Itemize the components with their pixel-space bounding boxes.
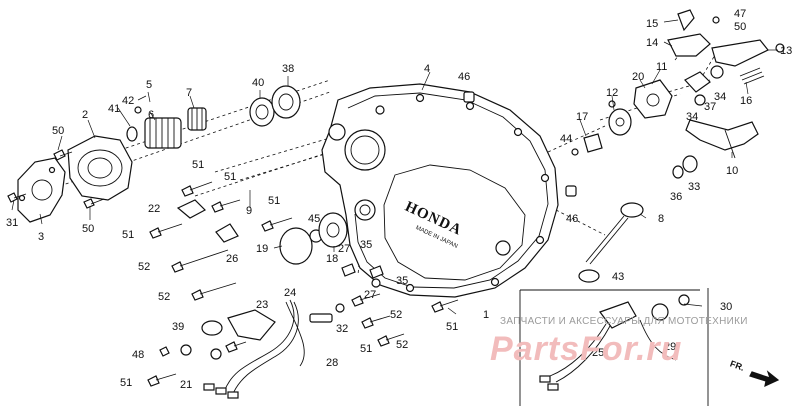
callout-27a: 27: [338, 243, 350, 255]
callout-21: 21: [180, 379, 192, 391]
callout-25: 25: [592, 347, 604, 359]
callout-50a: 50: [52, 125, 64, 137]
dowel-pins: [463, 91, 577, 197]
callout-10: 10: [726, 165, 738, 177]
callout-40: 40: [252, 77, 264, 89]
callout-43: 43: [612, 271, 624, 283]
callout-51a: 51: [192, 159, 204, 171]
callout-44: 44: [560, 133, 572, 145]
callout-51e: 51: [446, 321, 458, 333]
callout-16: 16: [740, 95, 752, 107]
callout-17: 17: [576, 111, 588, 123]
callout-50b: 50: [82, 223, 94, 235]
callout-12: 12: [606, 87, 618, 99]
brackets: [176, 199, 276, 341]
crankcase-cover: HONDA MADE IN JAPAN: [321, 83, 559, 298]
callout-46a: 46: [458, 71, 470, 83]
callout-2: 2: [82, 109, 88, 121]
callout-35b: 35: [396, 275, 408, 287]
callout-51f: 51: [360, 343, 372, 355]
callout-14: 14: [646, 37, 658, 49]
callout-3: 3: [38, 231, 44, 243]
wiring-harness: [203, 299, 333, 399]
callout-51d: 51: [268, 195, 280, 207]
callout-31: 31: [6, 217, 18, 229]
bearing-parts: [249, 85, 301, 127]
callout-24: 24: [284, 287, 296, 299]
callout-8: 8: [658, 213, 664, 225]
callout-39: 39: [172, 321, 184, 333]
callout-34a: 34: [686, 111, 698, 123]
callout-34b: 34: [714, 91, 726, 103]
callout-37: 37: [704, 101, 716, 113]
callout-20: 20: [632, 71, 644, 83]
leader-lines: [11, 19, 778, 315]
callout-33: 33: [688, 181, 700, 193]
callout-6: 6: [148, 109, 154, 121]
callout-labels: 1 2 3 4 5 6 7 8 9 10 11 12 13 14 15 16 1…: [6, 8, 792, 391]
callout-18: 18: [326, 253, 338, 265]
callout-50c: 50: [734, 21, 746, 33]
callout-1: 1: [483, 309, 489, 321]
callout-26: 26: [226, 253, 238, 265]
callout-19: 19: [256, 243, 268, 255]
callout-13: 13: [780, 45, 792, 57]
oil-dipstick: [578, 202, 644, 283]
callout-51c: 51: [122, 229, 134, 241]
callout-32: 32: [336, 323, 348, 335]
svg-text:FR.: FR.: [729, 358, 746, 372]
callout-48: 48: [132, 349, 144, 361]
callout-4: 4: [424, 63, 430, 75]
callout-45: 45: [308, 213, 320, 225]
rotor-plates: [279, 212, 348, 265]
callout-52d: 52: [396, 339, 408, 351]
callout-46b: 46: [566, 213, 578, 225]
callout-51b: 51: [224, 171, 236, 183]
watermark-text: ЗАПЧАСТИ И АКСЕССУАРЫ ДЛЯ МОТОТЕХНИКИ: [500, 316, 748, 327]
callout-7: 7: [186, 87, 192, 99]
oil-filter-covers: [17, 135, 133, 223]
shift-assembly: [571, 9, 785, 179]
callout-38: 38: [282, 63, 294, 75]
callout-52a: 52: [138, 261, 150, 273]
callout-47: 47: [734, 8, 746, 20]
callout-28: 28: [326, 357, 338, 369]
callout-11: 11: [656, 61, 667, 73]
callout-41: 41: [108, 103, 120, 115]
bolts: [7, 149, 459, 387]
callout-9: 9: [246, 205, 252, 217]
callout-15: 15: [646, 18, 658, 30]
callout-30: 30: [720, 301, 732, 313]
callout-42: 42: [122, 95, 134, 107]
callout-52b: 52: [158, 291, 170, 303]
callout-23: 23: [256, 299, 268, 311]
callout-52c: 52: [390, 309, 402, 321]
callout-29: 29: [664, 341, 676, 353]
front-direction-arrow: FR.: [729, 358, 780, 388]
watermark-logo: PartsFor.ru: [490, 330, 683, 368]
callout-35a: 35: [360, 239, 372, 251]
callout-51g: 51: [120, 377, 132, 389]
oil-filter-parts: [126, 106, 207, 149]
callout-22: 22: [148, 203, 160, 215]
callout-5: 5: [146, 79, 152, 91]
callout-36: 36: [670, 191, 682, 203]
callout-27b: 27: [364, 289, 376, 301]
inset-box: [519, 288, 709, 406]
